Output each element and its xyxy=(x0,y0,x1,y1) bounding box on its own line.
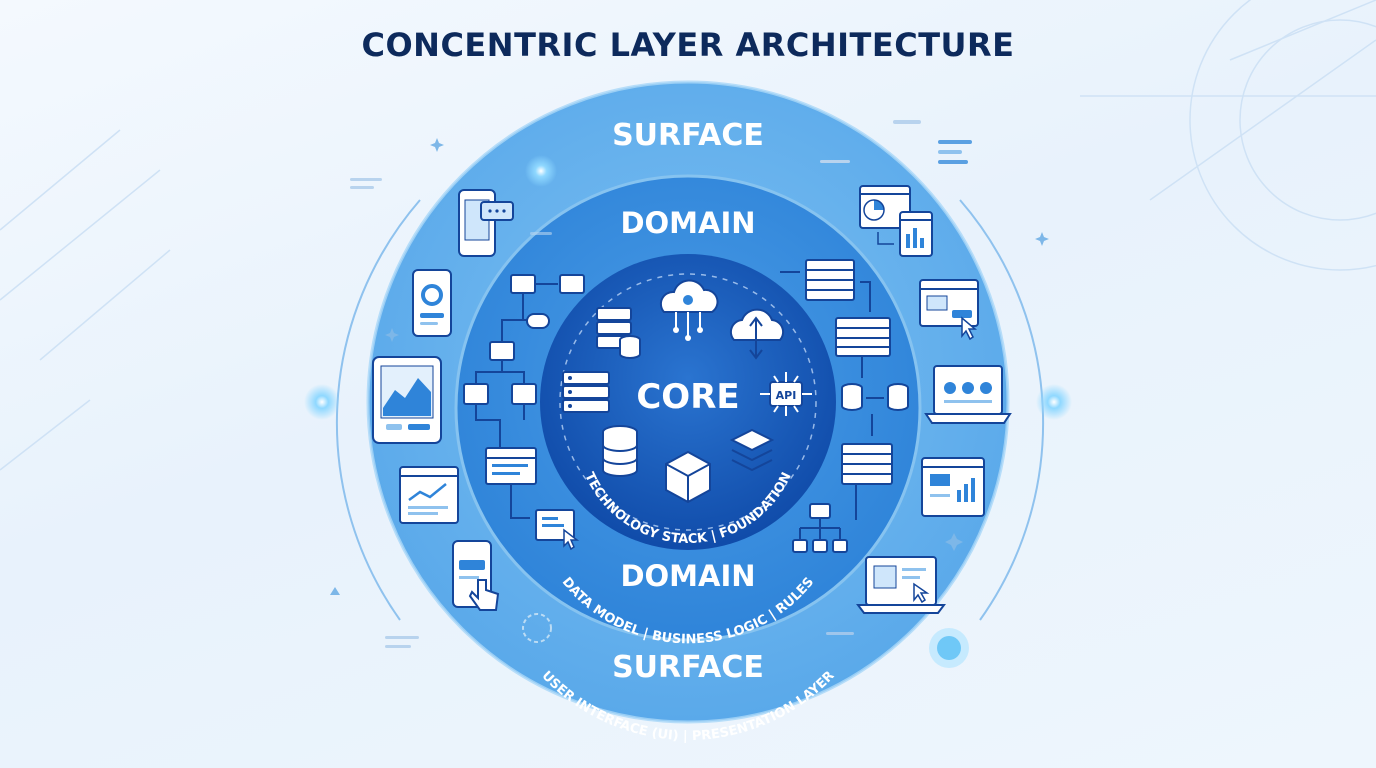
browser-linechart-icon xyxy=(399,466,459,524)
server-rack-icon xyxy=(596,307,641,359)
server-stack-icon xyxy=(562,371,610,413)
decorative-bars xyxy=(350,120,972,648)
background-decoration xyxy=(0,0,1376,471)
api-chip-icon: API xyxy=(760,372,812,416)
cube-icon xyxy=(665,450,711,504)
cloud-sync-icon xyxy=(729,308,785,360)
mobile-donut-icon xyxy=(412,269,452,337)
diagram-title: CONCENTRIC LAYER ARCHITECTURE xyxy=(361,26,1015,64)
domain-bottom-label: DOMAIN xyxy=(620,559,755,593)
cloud-gear-icon xyxy=(659,279,719,341)
dashboard-windows-icon xyxy=(859,185,933,257)
glow-dots xyxy=(304,155,1072,668)
core-label: CORE xyxy=(636,377,739,417)
mobile-tap-icon xyxy=(452,540,500,611)
mobile-chat-icon xyxy=(458,189,514,257)
surface-icons xyxy=(372,185,1012,614)
surface-bottom-label: SURFACE xyxy=(612,650,764,685)
domain-icons xyxy=(463,259,909,553)
sparkle-icons xyxy=(330,138,1049,595)
domain-ring-edge xyxy=(454,174,922,642)
laptop-cards-icon xyxy=(924,365,1012,424)
flowchart-left-icon xyxy=(463,274,585,551)
laptop-cursor-icon xyxy=(856,556,946,614)
layers-stack-icon xyxy=(729,428,775,472)
api-label: API xyxy=(776,389,797,402)
browser-bars-icon xyxy=(921,457,985,517)
core-icons: API xyxy=(562,279,812,504)
domain-top-label: DOMAIN xyxy=(620,206,755,240)
core-dashed-ring xyxy=(559,273,817,531)
database-icon xyxy=(602,425,638,477)
data-tables-right-icon xyxy=(780,259,909,553)
surface-top-label: SURFACE xyxy=(612,118,764,153)
tablet-chart-icon xyxy=(372,356,442,444)
browser-click-icon xyxy=(919,279,979,341)
surface-ring-edge xyxy=(366,80,1010,724)
